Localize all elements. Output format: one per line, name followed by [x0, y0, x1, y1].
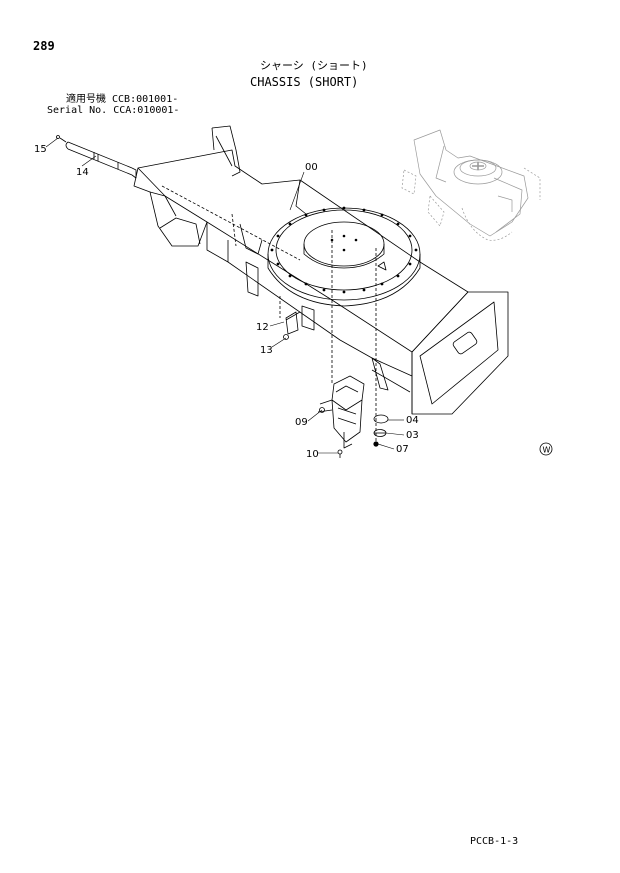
- leader-lines: [45, 137, 405, 454]
- swing-bearing: [267, 206, 421, 307]
- part-label-04: 04: [406, 415, 419, 426]
- inset-overview: [401, 129, 541, 241]
- part-label-12: 12: [256, 322, 269, 333]
- title-japanese: シャーシ (ショート): [260, 59, 368, 72]
- part-label-03: 03: [406, 430, 419, 441]
- assembly-lines: [279, 230, 377, 444]
- chassis-frame: [133, 125, 509, 415]
- part-label-15: 15: [34, 144, 47, 155]
- part-label-09: 09: [295, 417, 308, 428]
- swing-motor: [317, 375, 365, 458]
- title-english: CHASSIS (SHORT): [250, 75, 359, 89]
- wide-mark-letter: W: [543, 446, 551, 455]
- applicability-line-1: 適用号機 CCB:001001-: [66, 94, 179, 105]
- page-number: 289: [33, 39, 55, 53]
- side-bracket: [283, 305, 315, 340]
- wide-mark-circle: [539, 442, 553, 456]
- drive-shaft: [56, 135, 137, 179]
- part-label-07: 07: [396, 444, 409, 455]
- footer-page-code: PCCB-1-3: [470, 836, 519, 847]
- part-label-13: 13: [260, 345, 273, 356]
- applicability-line-2: Serial No. CCA:010001-: [47, 105, 180, 116]
- part-label-14: 14: [76, 167, 89, 178]
- part-label-10: 10: [306, 449, 319, 460]
- part-label-00: 00: [305, 162, 318, 173]
